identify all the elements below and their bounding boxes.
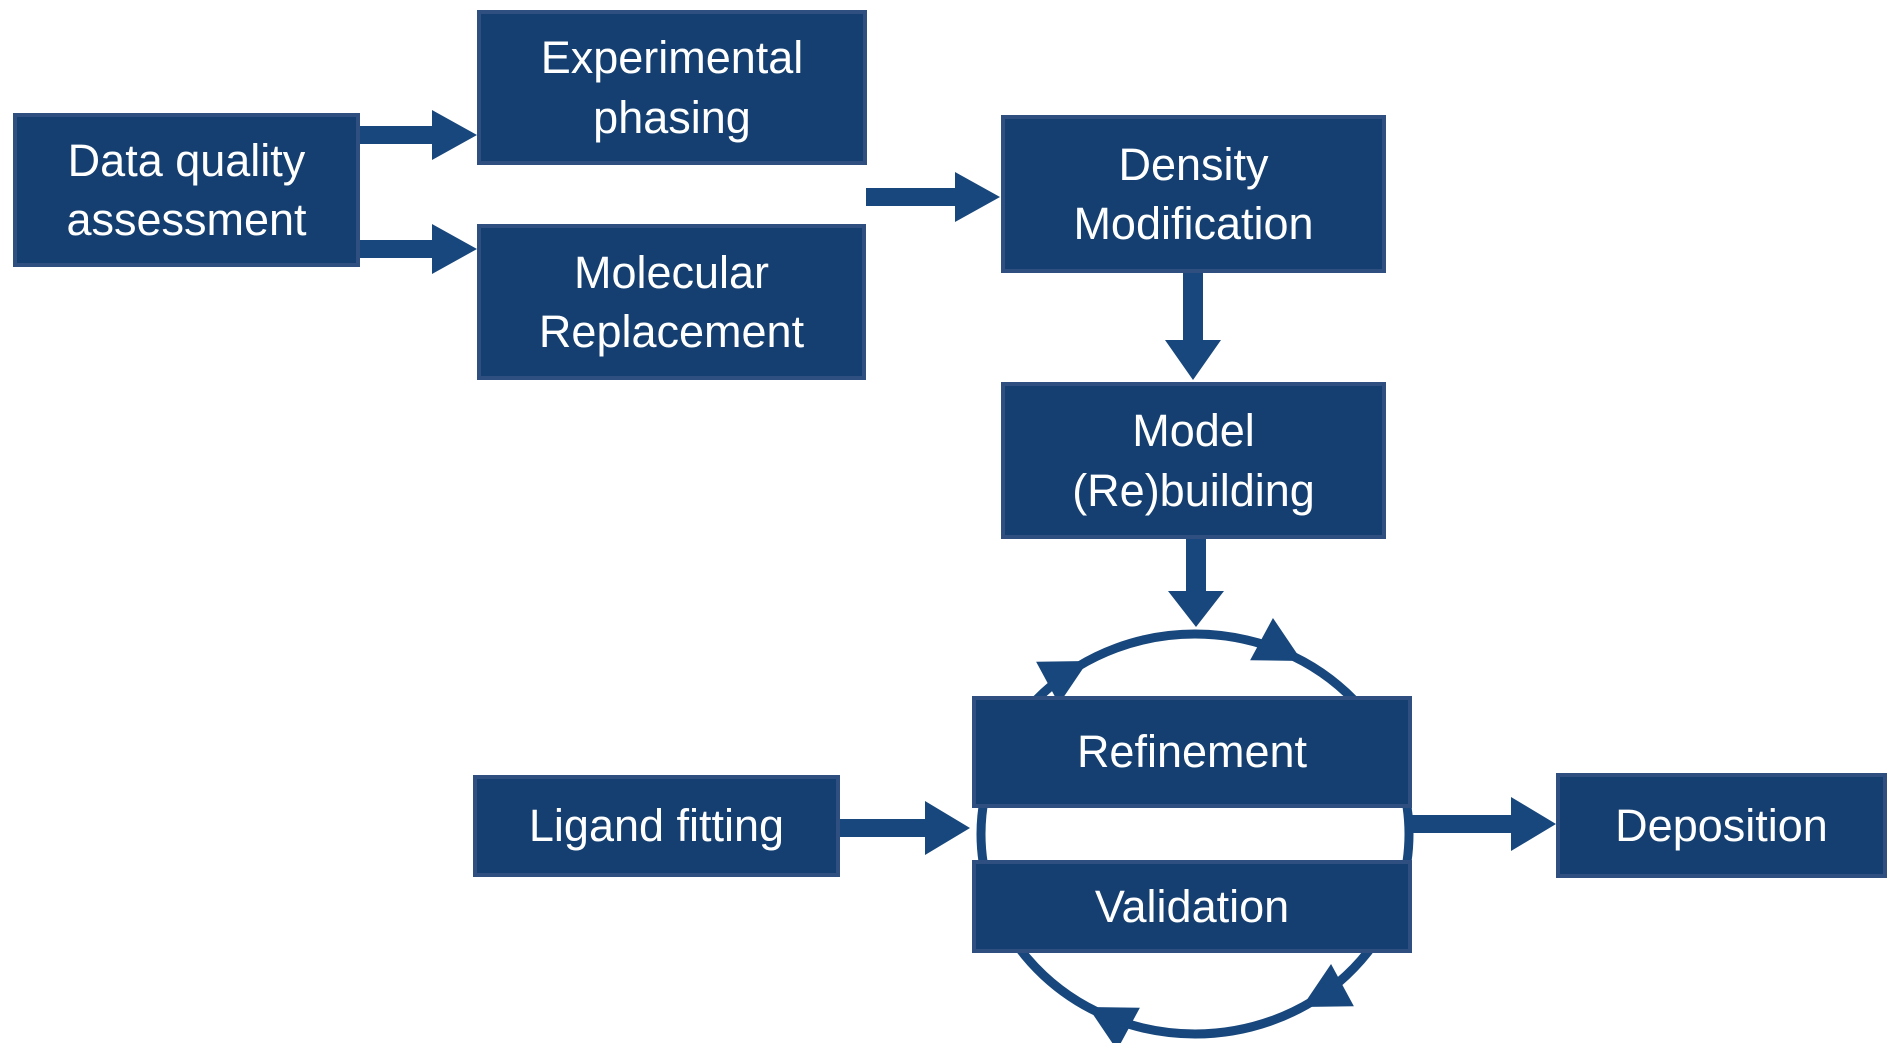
- node-data-quality-assessment-label: Data quality assessment: [66, 134, 307, 245]
- cycle-arrowhead-lower-right-icon: [1302, 964, 1354, 1007]
- node-refinement: Refinement: [972, 696, 1412, 808]
- node-data-quality-assessment: Data quality assessment: [13, 113, 360, 267]
- node-experimental-phasing-label: Experimental phasing: [540, 32, 804, 143]
- cycle-arrowhead-upper-left-icon: [1036, 661, 1088, 704]
- arrow-model-rebuilding-to-cycle-icon: [1168, 539, 1224, 627]
- node-density-modification: Density Modification: [1001, 115, 1386, 273]
- node-model-rebuilding: Model (Re)building: [1001, 382, 1386, 539]
- node-density-modification-label: Density Modification: [1073, 138, 1314, 249]
- refinement-validation-cycle: [976, 618, 1414, 1043]
- node-deposition: Deposition: [1556, 773, 1887, 878]
- arrow-data-quality-to-molecular-replacement-icon: [360, 224, 477, 274]
- arrow-cycle-to-deposition-icon: [1411, 797, 1556, 851]
- node-validation-label: Validation: [1094, 880, 1290, 932]
- node-refinement-label: Refinement: [1076, 726, 1308, 778]
- node-validation: Validation: [972, 860, 1412, 953]
- arrow-data-quality-to-experimental-phasing-icon: [360, 110, 477, 160]
- arrow-phasing-to-density-modification-icon: [866, 172, 1000, 222]
- node-deposition-label: Deposition: [1615, 799, 1828, 851]
- arrow-ligand-fitting-to-cycle-icon: [840, 801, 970, 855]
- arrow-density-modification-to-model-rebuilding-icon: [1165, 273, 1221, 380]
- cycle-arrowhead-upper-right-icon: [1250, 618, 1302, 661]
- node-molecular-replacement-label: Molecular Replacement: [538, 246, 805, 357]
- node-model-rebuilding-label: Model (Re)building: [1072, 405, 1315, 516]
- node-ligand-fitting: Ligand fitting: [473, 775, 840, 877]
- cycle-arrowhead-lower-left-icon: [1088, 1007, 1140, 1043]
- node-ligand-fitting-label: Ligand fitting: [528, 800, 785, 852]
- node-experimental-phasing: Experimental phasing: [477, 10, 867, 165]
- node-molecular-replacement: Molecular Replacement: [477, 224, 866, 380]
- cycle-ellipse: [976, 629, 1414, 1039]
